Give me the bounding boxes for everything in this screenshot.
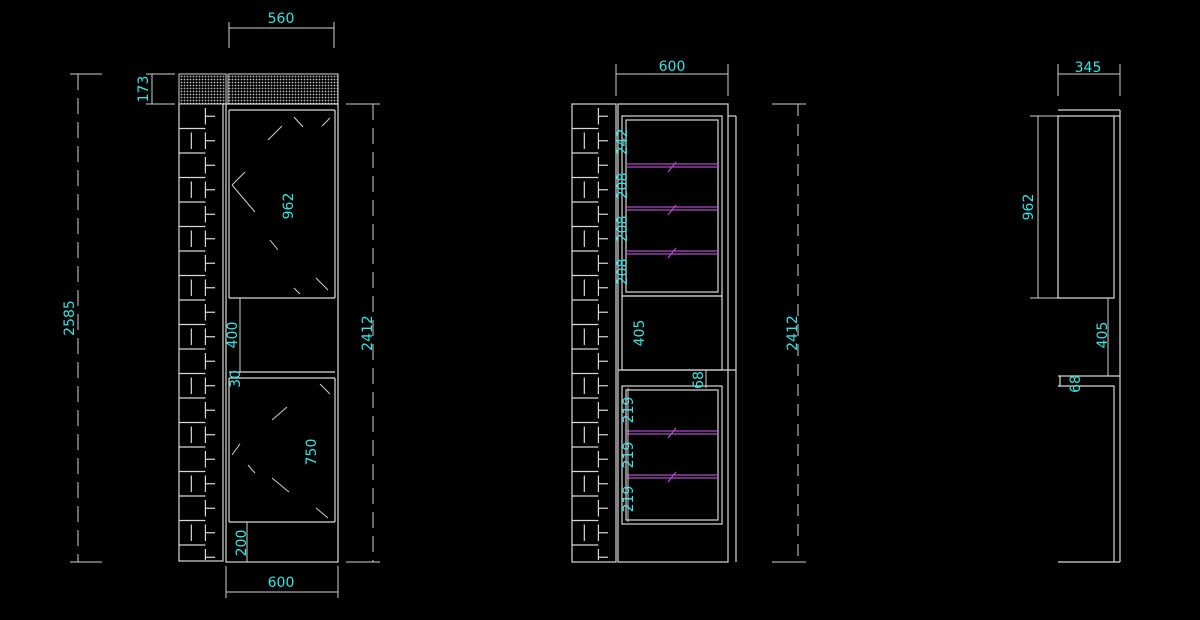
front-dim-cabinet-height: 2412	[346, 103, 380, 563]
section-dim-345: 345	[1075, 60, 1102, 76]
front-dim-bottom-width: 600	[225, 566, 339, 598]
section-dim-depth: 345	[1057, 60, 1121, 96]
front-dim-overall-height: 2585	[62, 73, 102, 563]
side-dim-219-a: 219	[621, 397, 637, 424]
section-dim-middle: 405	[1095, 298, 1111, 376]
front-dim-560: 560	[268, 11, 295, 27]
front-dim-middle: 400	[225, 298, 241, 372]
front-dim-2585: 2585	[62, 300, 78, 336]
front-cornice-left	[178, 73, 227, 105]
front-dim-top-width: 560	[228, 11, 335, 48]
front-cornice-right	[227, 73, 339, 105]
front-dim-plinth: 200	[234, 522, 250, 562]
side-dim-242: 242	[615, 129, 631, 156]
section-dim-405: 405	[1095, 322, 1111, 349]
side-cabinet-outline	[617, 103, 729, 563]
front-dim-30: 30	[228, 370, 244, 388]
front-dim-2412: 2412	[360, 315, 376, 351]
front-wall-bricks	[178, 102, 224, 562]
side-dim-405: 405	[632, 320, 648, 347]
section-dim-upper: 962	[1021, 115, 1058, 299]
side-dim-600: 600	[659, 59, 686, 75]
side-dim-width: 600	[615, 59, 729, 96]
side-view: 600 242 208 208 208 405 68 219 219 219 2…	[571, 59, 806, 563]
side-dim-208-b: 208	[615, 216, 631, 243]
front-dim-400: 400	[225, 322, 241, 349]
side-dim-208-a: 208	[615, 173, 631, 200]
front-cabinet-outline	[225, 103, 339, 563]
side-dim-219-c: 219	[621, 486, 637, 513]
side-dim-cabinet-height: 2412	[772, 103, 806, 563]
side-dim-counter: 68	[691, 370, 707, 389]
front-dim-cornice: 173	[136, 73, 175, 105]
side-dim-208-c: 208	[615, 259, 631, 286]
front-view: 560 2585 173 962 400 30 750 200	[62, 11, 380, 598]
front-dim-600: 600	[268, 575, 295, 591]
side-dim-68: 68	[691, 371, 707, 389]
front-dim-173: 173	[136, 76, 152, 103]
side-dim-2412: 2412	[785, 315, 801, 351]
side-wall-bricks	[571, 103, 617, 563]
front-dim-750: 750	[304, 439, 320, 466]
front-dim-200: 200	[234, 530, 250, 557]
section-view: 345 962 405 68	[1021, 60, 1121, 563]
front-dim-962: 962	[281, 193, 297, 220]
section-dim-68: 68	[1068, 375, 1084, 393]
section-dim-962: 962	[1021, 194, 1037, 221]
side-dim-219-b: 219	[621, 442, 637, 469]
